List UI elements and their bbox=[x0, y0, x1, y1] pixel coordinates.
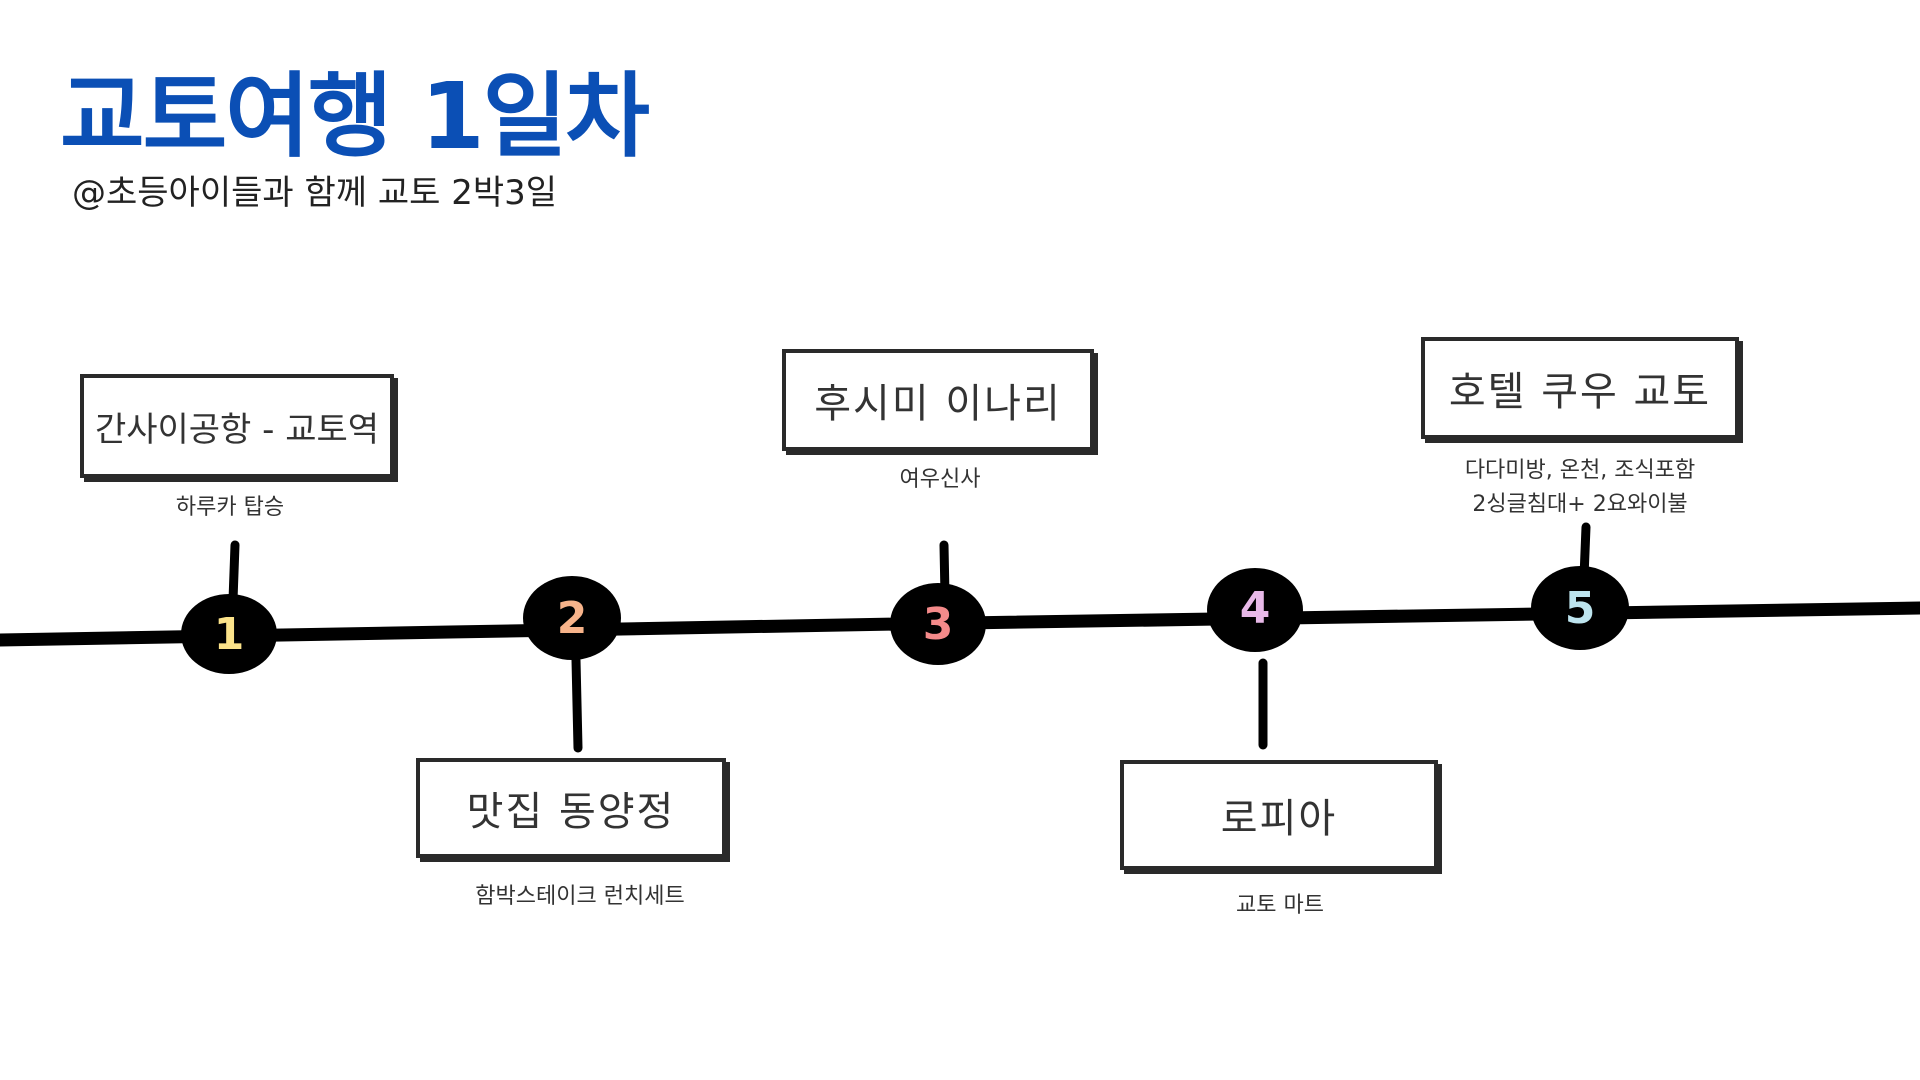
stop-3-number: 3 bbox=[922, 598, 954, 650]
stop-1-number: 1 bbox=[213, 608, 245, 660]
stop-3-title: 후시미 이나리 bbox=[798, 367, 1078, 433]
stop-2-connector bbox=[571, 655, 583, 753]
stop-1-box: 간사이공항 - 교토역 bbox=[80, 374, 394, 478]
stop-2-title: 맛집 동양정 bbox=[451, 775, 692, 841]
stop-5-marker bbox=[1531, 566, 1629, 650]
stop-2-marker bbox=[523, 576, 621, 660]
stop-2-number: 2 bbox=[556, 592, 588, 644]
page-title: 교토여행 1일차 bbox=[60, 63, 650, 170]
stop-5-desc: 다다미방, 온천, 조식포함 2싱글침대+ 2요와이불 bbox=[1440, 454, 1720, 522]
stop-3-marker bbox=[890, 583, 986, 665]
stop-5-desc-line-2: 2싱글침대+ 2요와이불 bbox=[1472, 492, 1688, 517]
stop-1-title: 간사이공항 - 교토역 bbox=[79, 398, 395, 455]
page-subtitle: @초등아이들과 함께 교토 2박3일 bbox=[72, 173, 558, 213]
stop-1-desc: 하루카 탑승 bbox=[175, 495, 285, 520]
stop-1-connector bbox=[228, 540, 240, 605]
stop-1-marker bbox=[181, 594, 277, 674]
stop-5-box: 호텔 쿠우 교토 bbox=[1421, 337, 1739, 439]
stop-3-desc: 여우신사 bbox=[899, 467, 981, 492]
stop-5-title: 호텔 쿠우 교토 bbox=[1433, 355, 1727, 421]
stop-5-desc-line-1: 다다미방, 온천, 조식포함 bbox=[1464, 458, 1696, 483]
stop-4-box: 로피아 bbox=[1120, 760, 1438, 870]
stop-4-title: 로피아 bbox=[1151, 782, 1407, 848]
stop-5-number: 5 bbox=[1564, 582, 1596, 634]
stop-4-number: 4 bbox=[1239, 582, 1271, 634]
stop-3-box: 후시미 이나리 bbox=[782, 349, 1094, 451]
stop-4-marker bbox=[1207, 568, 1303, 652]
stop-2-box: 맛집 동양정 bbox=[416, 758, 726, 858]
stop-4-desc: 교토 마트 bbox=[1236, 893, 1324, 918]
stop-2-desc: 함박스테이크 런치세트 bbox=[475, 884, 685, 909]
